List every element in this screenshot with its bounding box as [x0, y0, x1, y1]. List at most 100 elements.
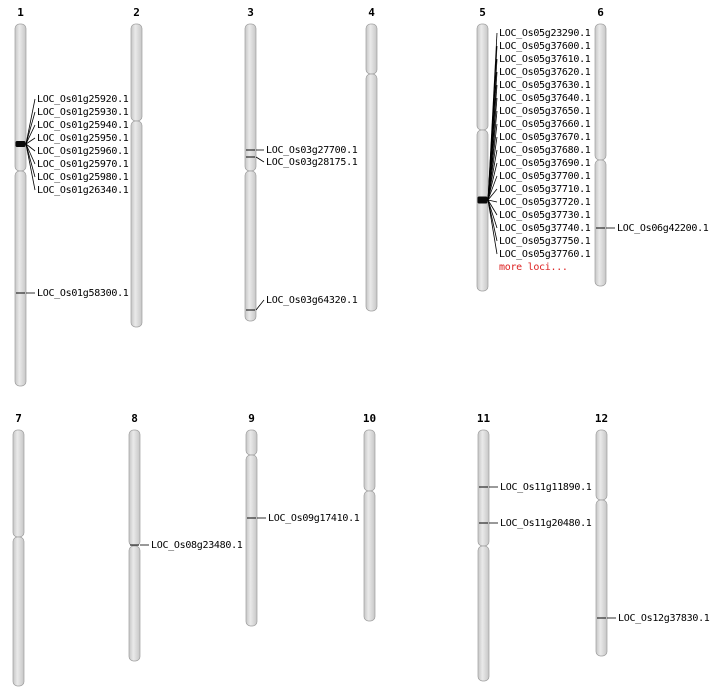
locus-label[interactable]: LOC_Os05g37650.1 — [499, 106, 591, 117]
chromosome-4: 4 — [365, 6, 378, 312]
chromosome-arm-q — [130, 120, 143, 328]
locus-label[interactable]: LOC_Os06g42200.1 — [617, 223, 709, 234]
chromosome-arm-q — [12, 536, 25, 687]
chromosome-10: 10 — [363, 412, 376, 622]
chromosome-arm-q — [244, 170, 257, 322]
chromosome-arm-q — [595, 499, 608, 657]
chromosome-arm-p — [12, 429, 25, 538]
chromosome-3: 3LOC_Os03g27700.1LOC_Os03g28175.1LOC_Os0… — [244, 6, 358, 322]
chromosome-arm-p — [245, 429, 258, 456]
locus-leader-line — [255, 299, 265, 311]
locus-label[interactable]: LOC_Os08g23480.1 — [151, 540, 243, 551]
chromosome-arm-p — [363, 429, 376, 492]
chromosome-number: 11 — [477, 412, 491, 425]
locus-label[interactable]: LOC_Os11g11890.1 — [500, 482, 592, 493]
locus-label[interactable]: LOC_Os05g37690.1 — [499, 158, 591, 169]
locus-label[interactable]: LOC_Os01g58300.1 — [37, 288, 129, 299]
chromosome-arm-q — [128, 545, 141, 662]
locus-leader-line — [25, 143, 36, 152]
locus-label[interactable]: LOC_Os01g25930.1 — [37, 107, 129, 118]
chromosome-arm-q — [365, 73, 378, 312]
locus-leader-line — [25, 111, 36, 145]
locus-label[interactable]: LOC_Os05g37720.1 — [499, 197, 591, 208]
locus-label[interactable]: LOC_Os01g25960.1 — [37, 146, 129, 157]
chromosome-arm-p — [244, 23, 257, 172]
locus-label[interactable]: LOC_Os01g25950.1 — [37, 133, 129, 144]
locus-label[interactable]: LOC_Os05g37680.1 — [499, 145, 591, 156]
locus-leader-line — [487, 175, 498, 201]
chromosome-arm-q — [477, 545, 490, 682]
locus-label[interactable]: LOC_Os05g37740.1 — [499, 223, 591, 234]
chromosome-5: 5LOC_Os05g23290.1LOC_Os05g37600.1LOC_Os0… — [476, 6, 591, 292]
locus-leader-line — [255, 156, 265, 163]
locus-label[interactable]: LOC_Os05g37710.1 — [499, 184, 591, 195]
locus-label[interactable]: LOC_Os01g25940.1 — [37, 120, 129, 131]
locus-label[interactable]: LOC_Os05g37660.1 — [499, 119, 591, 130]
locus-leader-line — [25, 137, 36, 145]
locus-label[interactable]: LOC_Os03g64320.1 — [266, 295, 358, 306]
locus-leader-line — [487, 199, 498, 216]
locus-label[interactable]: LOC_Os09g17410.1 — [268, 513, 360, 524]
locus-label[interactable]: LOC_Os05g37630.1 — [499, 80, 591, 91]
locus-label[interactable]: LOC_Os01g25920.1 — [37, 94, 129, 105]
locus-label[interactable]: LOC_Os05g37670.1 — [499, 132, 591, 143]
locus-label[interactable]: LOC_Os05g23290.1 — [499, 28, 591, 39]
chromosome-number: 6 — [597, 6, 604, 19]
locus-label[interactable]: LOC_Os05g37640.1 — [499, 93, 591, 104]
chromosome-number: 10 — [363, 412, 376, 425]
chromosome-arm-q — [14, 170, 27, 387]
locus-label[interactable]: LOC_Os12g37830.1 — [618, 613, 710, 624]
locus-label[interactable]: LOC_Os03g28175.1 — [266, 157, 358, 168]
locus-leader-line — [487, 199, 498, 203]
chromosome-number: 1 — [17, 6, 24, 19]
locus-label[interactable]: LOC_Os05g37620.1 — [499, 67, 591, 78]
locus-label[interactable]: LOC_Os05g37700.1 — [499, 171, 591, 182]
chromosome-7: 7 — [12, 412, 25, 687]
chromosome-arm-p — [365, 23, 378, 75]
locus-label[interactable]: LOC_Os01g25980.1 — [37, 172, 129, 183]
chromosome-arm-q — [594, 159, 607, 287]
chromosome-arm-p — [130, 23, 143, 122]
chromosome-number: 4 — [368, 6, 375, 19]
chromosome-arm-q — [363, 490, 376, 622]
chromosome-number: 3 — [247, 6, 254, 19]
chromosome-arm-p — [14, 23, 27, 172]
locus-leader-line — [25, 143, 36, 178]
locus-label[interactable]: LOC_Os05g37730.1 — [499, 210, 591, 221]
gene-cluster-band — [477, 196, 488, 204]
chromosome-number: 9 — [248, 412, 255, 425]
locus-label[interactable]: LOC_Os01g26340.1 — [37, 185, 129, 196]
chromosome-number: 7 — [15, 412, 22, 425]
locus-label[interactable]: LOC_Os01g25970.1 — [37, 159, 129, 170]
chromosome-arm-p — [477, 429, 490, 547]
chromosome-number: 12 — [595, 412, 608, 425]
chromosome-2: 2 — [130, 6, 143, 328]
chromosome-arm-p — [594, 23, 607, 161]
locus-label[interactable]: LOC_Os05g37760.1 — [499, 249, 591, 260]
chromosome-1: 1LOC_Os01g25920.1LOC_Os01g25930.1LOC_Os0… — [14, 6, 129, 387]
locus-leader-line — [25, 98, 36, 145]
locus-leader-line — [25, 143, 36, 165]
locus-leader-line — [487, 199, 498, 229]
chromosome-number: 8 — [131, 412, 138, 425]
locus-label[interactable]: LOC_Os05g37610.1 — [499, 54, 591, 65]
gene-cluster-band — [15, 141, 26, 147]
locus-label[interactable]: LOC_Os03g27700.1 — [266, 145, 358, 156]
chromosome-number: 2 — [133, 6, 140, 19]
locus-label[interactable]: LOC_Os05g37750.1 — [499, 236, 591, 247]
locus-label[interactable]: LOC_Os11g20480.1 — [500, 518, 592, 529]
more-loci-link[interactable]: more loci... — [499, 262, 568, 273]
chromosome-arm-q — [476, 129, 489, 292]
locus-leader-line — [487, 199, 498, 255]
locus-leader-line — [25, 143, 36, 191]
chromosome-arm-p — [595, 429, 608, 501]
locus-label[interactable]: LOC_Os05g37600.1 — [499, 41, 591, 52]
chromosome-arm-p — [128, 429, 141, 547]
